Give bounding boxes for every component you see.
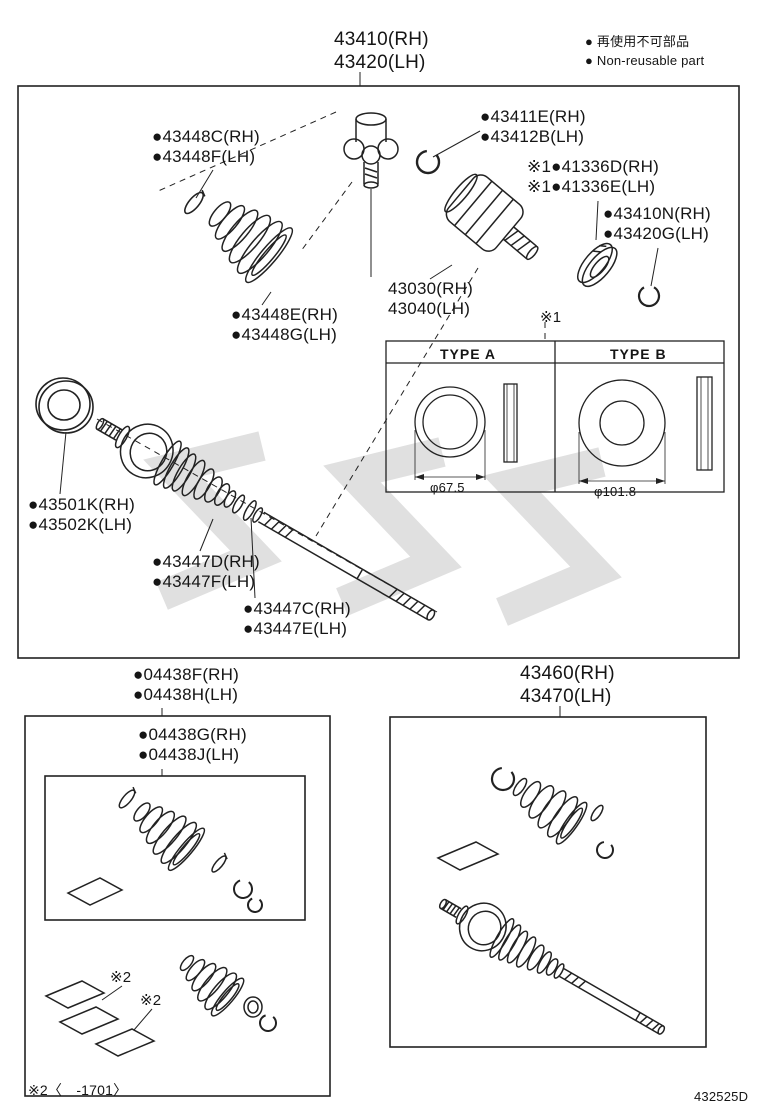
callout-shaft-assembly-kit: 43460(RH) 43470(LH) — [520, 663, 615, 707]
kit-clamp — [118, 786, 137, 809]
watermark — [143, 431, 622, 626]
kit-snap-ring-e — [596, 841, 614, 859]
deflector-ring — [35, 377, 94, 434]
title-line-lh: 43420(LH) — [334, 52, 426, 73]
inboard-joint — [444, 173, 539, 261]
kit-ring — [243, 996, 263, 1018]
ref-note-2a: ※2 — [110, 969, 132, 986]
ref-note-2b: ※2 — [140, 992, 162, 1009]
legend-jp: ● 再使用不可部品 — [585, 34, 690, 49]
tripod-joint — [343, 112, 399, 189]
figure-code: 432525D — [694, 1089, 749, 1104]
kit-snap-ring-b — [247, 897, 263, 913]
inner-boot-clamp — [184, 189, 206, 215]
callout-boot-clamp-inner: ●43448C(RH) ●43448F(LH) — [152, 127, 260, 166]
grease-packet — [58, 1006, 120, 1035]
non-reusable-legend: ● 再使用不可部品 ● Non-reusable part — [585, 32, 704, 70]
callout-inboard-joint: 43030(RH) 43040(LH) — [388, 279, 473, 318]
ref-note-1: ※1 — [540, 309, 562, 326]
kit-snap-ring-a — [233, 879, 253, 899]
grease-packet — [44, 980, 106, 1009]
snap-ring-inboard — [415, 149, 441, 175]
callout-outer-boot: ●43447D(RH) ●43447F(LH) — [152, 552, 260, 591]
kit-clamp-2 — [590, 804, 604, 822]
grease-packet — [436, 841, 500, 871]
kit-boot — [133, 802, 206, 872]
kit-snap-ring-c — [259, 1014, 277, 1032]
kit-snap-ring-d — [490, 766, 516, 792]
construction-lines — [96, 111, 546, 613]
kit-small-clamp — [211, 852, 228, 873]
front-drive-shaft — [95, 417, 436, 621]
table-header-type-a: TYPE A — [440, 346, 497, 362]
drive-shaft-assembly — [438, 898, 666, 1035]
callout-outer-snap-ring: ●43447C(RH) ●43447E(LH) — [243, 599, 351, 638]
kit-boot-2 — [179, 954, 245, 1017]
hole-snap-ring — [637, 284, 661, 308]
title-line-rh: 43410(RH) — [334, 29, 429, 50]
legend-en: ● Non-reusable part — [585, 53, 705, 68]
callout-deflector-ring: ●43501K(RH) ●43502K(LH) — [28, 495, 135, 534]
table-header-type-b: TYPE B — [610, 346, 667, 362]
callout-snap-ring-inboard: ●43411E(RH) ●43412B(LH) — [480, 107, 586, 146]
boot-kit-lower-parts — [44, 954, 277, 1057]
callout-bearing-dust-cover: ※1●41336D(RH) ※1●41336E(LH) — [527, 157, 659, 196]
type-table — [385, 340, 725, 493]
table-dia-b: φ101.8 — [594, 484, 637, 499]
shaft-kit-parts — [436, 766, 666, 1035]
inner-boot — [208, 201, 294, 284]
boot-kit-inner-parts — [66, 786, 263, 913]
table-dia-a: φ67.5 — [430, 480, 465, 495]
callout-boot-kit-front: ●04438F(RH) ●04438H(LH) — [133, 665, 240, 704]
leader-lines — [59, 72, 659, 1031]
kit-boot-3 — [512, 777, 588, 845]
grease-packet — [94, 1028, 156, 1057]
applicability-footnote: ※2〈 -1701〉 — [28, 1082, 128, 1098]
callout-inner-boot: ●43448E(RH) ●43448G(LH) — [231, 305, 338, 344]
diagram-title: 43410(RH) 43420(LH) — [334, 28, 429, 74]
callout-boot-kit-inner: ●04438G(RH) ●04438J(LH) — [138, 725, 247, 764]
diagram-frames — [17, 85, 740, 1097]
bearing-dust-cover — [577, 242, 618, 288]
grease-packet — [66, 877, 124, 906]
callout-hole-snap-ring: ●43410N(RH) ●43420G(LH) — [603, 204, 711, 243]
kit-ring-hole — [247, 1000, 259, 1014]
